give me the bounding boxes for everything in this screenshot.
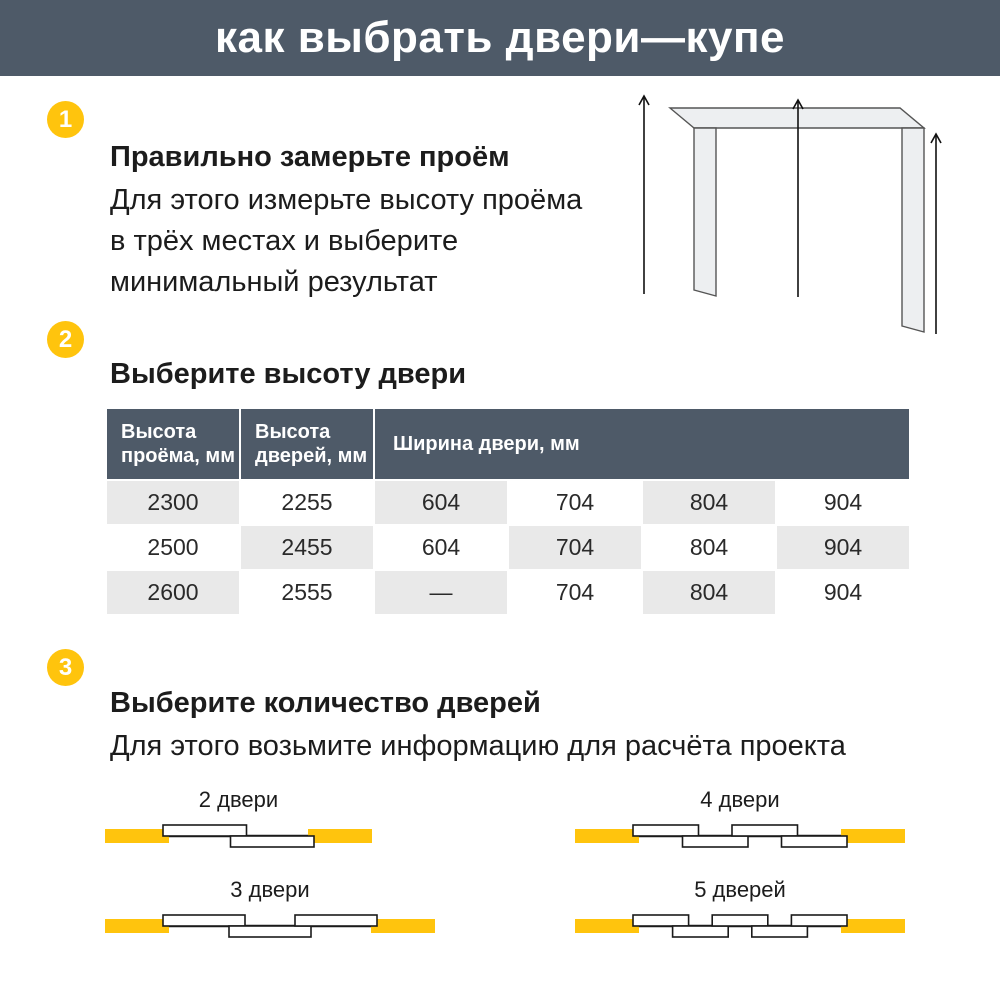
table-row: 2300 2255 604 704 804 904 (107, 481, 909, 524)
header-bar: как выбрать двери—купе (0, 0, 1000, 76)
col-header-door-height: Высота дверей, мм (241, 409, 373, 479)
step-3-badge: 3 (47, 649, 84, 686)
table-cell: 804 (643, 481, 775, 524)
table-header-row: Высота проёма, мм Высота дверей, мм Шири… (107, 409, 909, 479)
table-cell: 2300 (107, 481, 239, 524)
table-cell: 804 (643, 526, 775, 569)
diagram-label-2-doors: 2 двери (198, 787, 279, 812)
col-header-door-width: Ширина двери, мм (375, 409, 909, 479)
table-cell: 704 (509, 526, 641, 569)
table-cell: 704 (509, 481, 641, 524)
table-cell: 604 (375, 481, 507, 524)
step-3-title: Выберите количество дверей (110, 687, 541, 719)
door-frame-measurement-illustration (628, 84, 948, 359)
door-layout-diagram-2 (105, 816, 372, 856)
diagram-label-5-doors: 5 дверей (694, 877, 786, 902)
table-cell: 2555 (241, 571, 373, 614)
table-cell: 604 (375, 526, 507, 569)
door-layout-diagram-4 (575, 816, 905, 856)
diagram-label-3-doors: 3 двери (230, 877, 310, 902)
door-layout-diagram-3 (105, 906, 435, 946)
table-cell: 2455 (241, 526, 373, 569)
col-header-opening-height: Высота проёма, мм (107, 409, 239, 479)
step-1-body: Для этого измерьте высоту проёма в трёх … (110, 184, 583, 298)
step-3-body: Для этого возьмите информацию для расчёт… (110, 730, 846, 762)
step-1-badge: 1 (47, 101, 84, 138)
table-row: 2600 2555 — 704 804 904 (107, 571, 909, 614)
table-cell: 904 (777, 481, 909, 524)
step-1-title: Правильно замерьте проём (110, 141, 510, 173)
diagram-label-4-doors: 4 двери (700, 787, 780, 812)
table-cell: 904 (777, 526, 909, 569)
table-cell: 904 (777, 571, 909, 614)
step-2-badge: 2 (47, 321, 84, 358)
table-cell: 2255 (241, 481, 373, 524)
table-row: 2500 2455 604 704 804 904 (107, 526, 909, 569)
table-cell: 2500 (107, 526, 239, 569)
door-height-table-wrap: Высота проёма, мм Высота дверей, мм Шири… (105, 407, 911, 616)
table-cell: 704 (509, 571, 641, 614)
page-title: как выбрать двери—купе (214, 13, 786, 62)
door-frame-icon (638, 94, 942, 334)
door-height-table: Высота проёма, мм Высота дверей, мм Шири… (105, 407, 911, 616)
table-cell: — (375, 571, 507, 614)
table-cell: 804 (643, 571, 775, 614)
door-layout-diagram-5 (575, 906, 905, 946)
table-cell: 2600 (107, 571, 239, 614)
step-2-title: Выберите высоту двери (110, 358, 467, 390)
